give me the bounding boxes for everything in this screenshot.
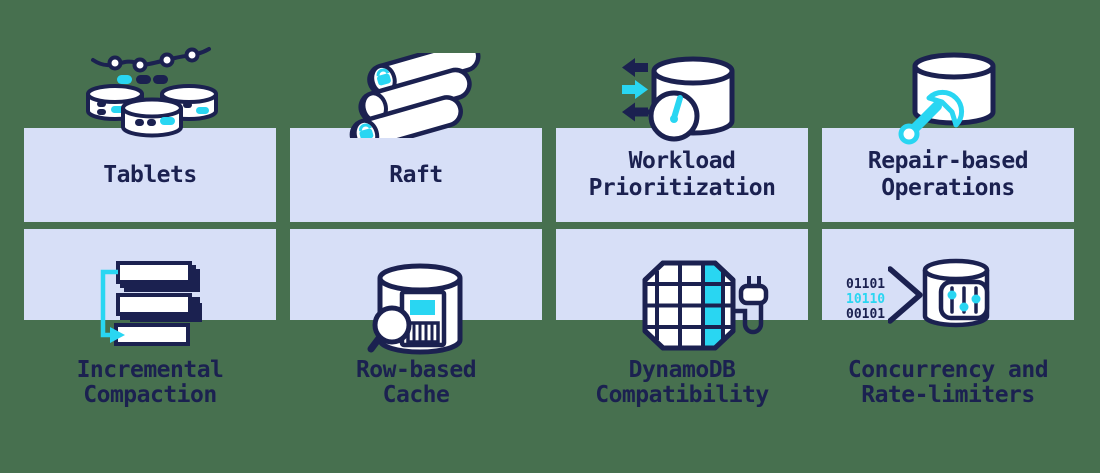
feature-card-tablets: Tablets <box>24 128 276 222</box>
database-gauge-icon <box>622 56 735 142</box>
database-cluster-icon <box>86 47 218 138</box>
layered-compaction-icon <box>100 261 202 346</box>
feature-label: Tablets <box>103 161 197 188</box>
database-sliders-icon <box>888 258 990 328</box>
feature-card-raft: Raft <box>290 128 542 222</box>
binary-sliders-icon: 01101 10110 00101 <box>846 257 998 341</box>
binary-stream-text: 01101 10110 00101 <box>846 276 886 322</box>
feature-label: Repair-based <box>867 148 1029 174</box>
feature-label-dynamodb-compatibility: DynamoDB Compatibility <box>595 357 769 408</box>
raft-logs-icon <box>349 53 481 138</box>
feature-label: Raft <box>389 161 443 188</box>
feature-label: Workload <box>628 148 736 174</box>
database-magnifier-icon <box>367 263 463 355</box>
feature-label-concurrency-rate-limiters: Concurrency and Rate-limiters <box>847 357 1049 408</box>
feature-card-repair-based-operations: Repair-based Operations <box>822 128 1074 222</box>
feature-label-row-based-cache: Row-based Cache <box>355 357 477 408</box>
dynamodb-plug-icon <box>642 260 769 351</box>
database-wrench-icon <box>898 52 996 145</box>
feature-card-workload-prioritization: Workload Prioritization <box>556 128 808 222</box>
feature-label-incremental-compaction: Incremental Compaction <box>76 357 224 408</box>
